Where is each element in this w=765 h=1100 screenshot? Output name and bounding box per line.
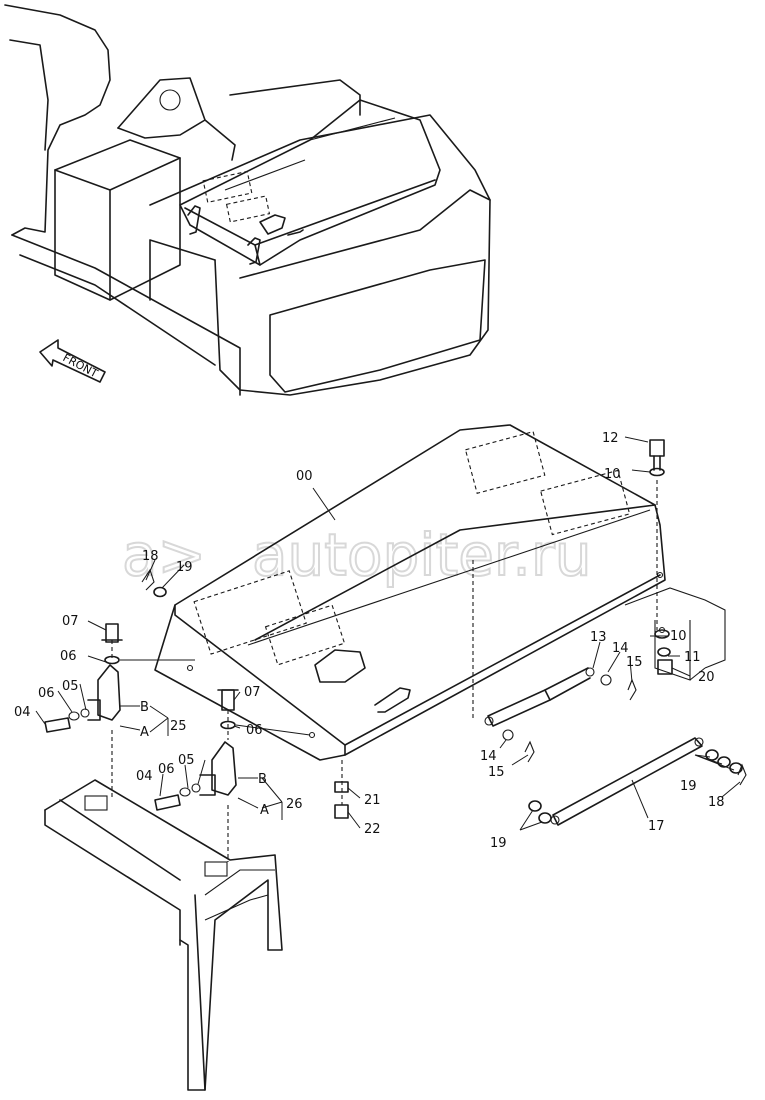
label-26: 26	[286, 797, 303, 812]
label-14-b: 14	[480, 749, 497, 764]
label-A-2: A	[260, 803, 269, 818]
label-22: 22	[364, 822, 381, 837]
machine-overview	[4, 4, 491, 396]
label-19-a: 19	[176, 560, 193, 575]
label-07-a: 07	[62, 614, 79, 629]
label-10-b: 10	[670, 629, 687, 644]
label-12: 12	[602, 431, 619, 446]
support-frame	[44, 779, 283, 1091]
label-00: 00	[296, 469, 313, 484]
label-07-b: 07	[244, 685, 261, 700]
label-11: 11	[684, 650, 701, 665]
engine-hood	[154, 424, 666, 761]
label-20: 20	[698, 670, 715, 685]
label-06-d: 06	[158, 762, 175, 777]
right-fasteners	[141, 439, 747, 824]
label-14-a: 14	[612, 641, 629, 656]
label-19-c: 19	[680, 779, 697, 794]
front-arrow-label: FRONT	[61, 351, 101, 380]
gas-spring-13	[472, 560, 595, 727]
part-labels: 00 04 04 05 05 06 06 06 06 07 07 10 10 1…	[14, 431, 725, 851]
label-15-a: 15	[626, 655, 643, 670]
label-B-1: B	[140, 700, 149, 715]
label-21: 21	[364, 793, 381, 808]
watermark-symbol: a>	[122, 521, 206, 589]
label-17: 17	[648, 819, 665, 834]
label-B-2: B	[258, 772, 267, 787]
label-06-c: 06	[246, 723, 263, 738]
front-arrow: FRONT	[39, 339, 106, 383]
label-06-a: 06	[60, 649, 77, 664]
label-25: 25	[170, 719, 187, 734]
label-06-b: 06	[38, 686, 55, 701]
label-18-b: 18	[708, 795, 725, 810]
watermark-text: autopiter.ru	[252, 521, 591, 589]
label-10-a: 10	[604, 467, 621, 482]
label-13: 13	[590, 630, 607, 645]
label-18-a: 18	[142, 549, 159, 564]
hinge-25	[44, 623, 195, 800]
leader-lines	[35, 436, 741, 831]
label-15-b: 15	[488, 765, 505, 780]
label-05-a: 05	[62, 679, 79, 694]
label-05-b: 05	[178, 753, 195, 768]
label-19-b: 19	[490, 836, 507, 851]
label-04-a: 04	[14, 705, 31, 720]
label-04-b: 04	[136, 769, 153, 784]
label-A-1: A	[140, 725, 149, 740]
watermark: a> autopiter.ru	[121, 520, 592, 590]
hinge-26	[154, 689, 311, 862]
